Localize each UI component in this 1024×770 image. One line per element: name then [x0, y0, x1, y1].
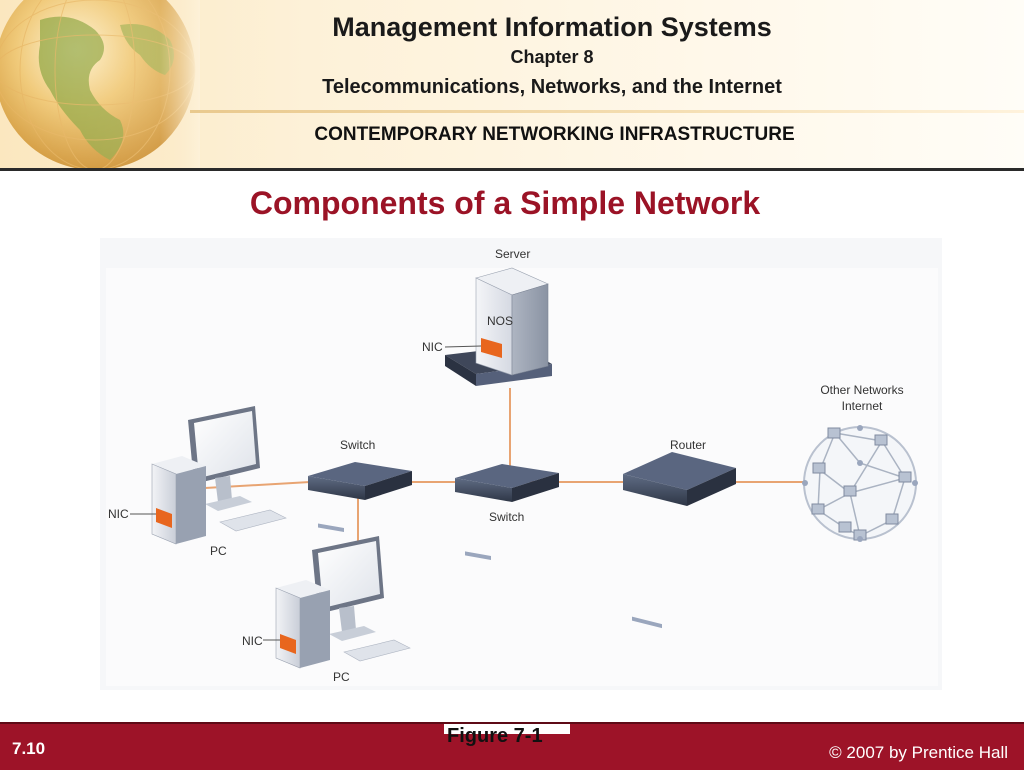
course-title: Management Information Systems — [332, 12, 772, 42]
router-icon — [623, 452, 736, 629]
switch-2-label: Switch — [489, 510, 524, 524]
pc-icon — [151, 406, 287, 545]
other-networks-label: Other Networks — [820, 383, 903, 397]
server-label: Server — [495, 247, 530, 261]
nic-server-label: NIC — [422, 340, 443, 354]
router-label: Router — [670, 438, 706, 452]
nic-pc2-label: NIC — [242, 634, 263, 648]
header-divider — [190, 110, 1024, 113]
internet-network-icon — [802, 425, 918, 542]
header-bottom-rule — [0, 168, 1024, 171]
chapter-label: Chapter 8 — [510, 47, 594, 67]
section-heading: CONTEMPORARY NETWORKING INFRASTRUCTURE — [314, 124, 795, 145]
switch-icon — [308, 462, 412, 533]
chapter-subtitle: Telecommunications, Networks, and the In… — [322, 76, 782, 98]
figure-caption: Figure 7-1 — [447, 725, 543, 747]
slide-footer: 7.10 © 2007 by Prentice Hall — [0, 722, 1024, 770]
figure-label-backdrop — [444, 724, 570, 734]
globe-logo-icon — [0, 0, 200, 170]
internet-label: Internet — [842, 399, 883, 413]
pc2-label: PC — [333, 670, 350, 684]
nic-pc1-label: NIC — [108, 507, 129, 521]
switch-icon — [455, 464, 559, 560]
pc1-label: PC — [210, 544, 227, 558]
server-icon — [445, 186, 552, 386]
slide-number: 7.10 — [12, 739, 46, 758]
slide-header: Management Information Systems Chapter 8… — [0, 0, 1024, 170]
slide-title: Components of a Simple Network — [249, 185, 761, 221]
switch-1-label: Switch — [340, 438, 375, 452]
network-diagram: Server NOS NIC Switch Switch Router — [100, 186, 942, 690]
nos-label: NOS — [487, 314, 513, 328]
copyright-text: © 2007 by Prentice Hall — [829, 743, 1008, 762]
pc-icon — [275, 536, 411, 669]
